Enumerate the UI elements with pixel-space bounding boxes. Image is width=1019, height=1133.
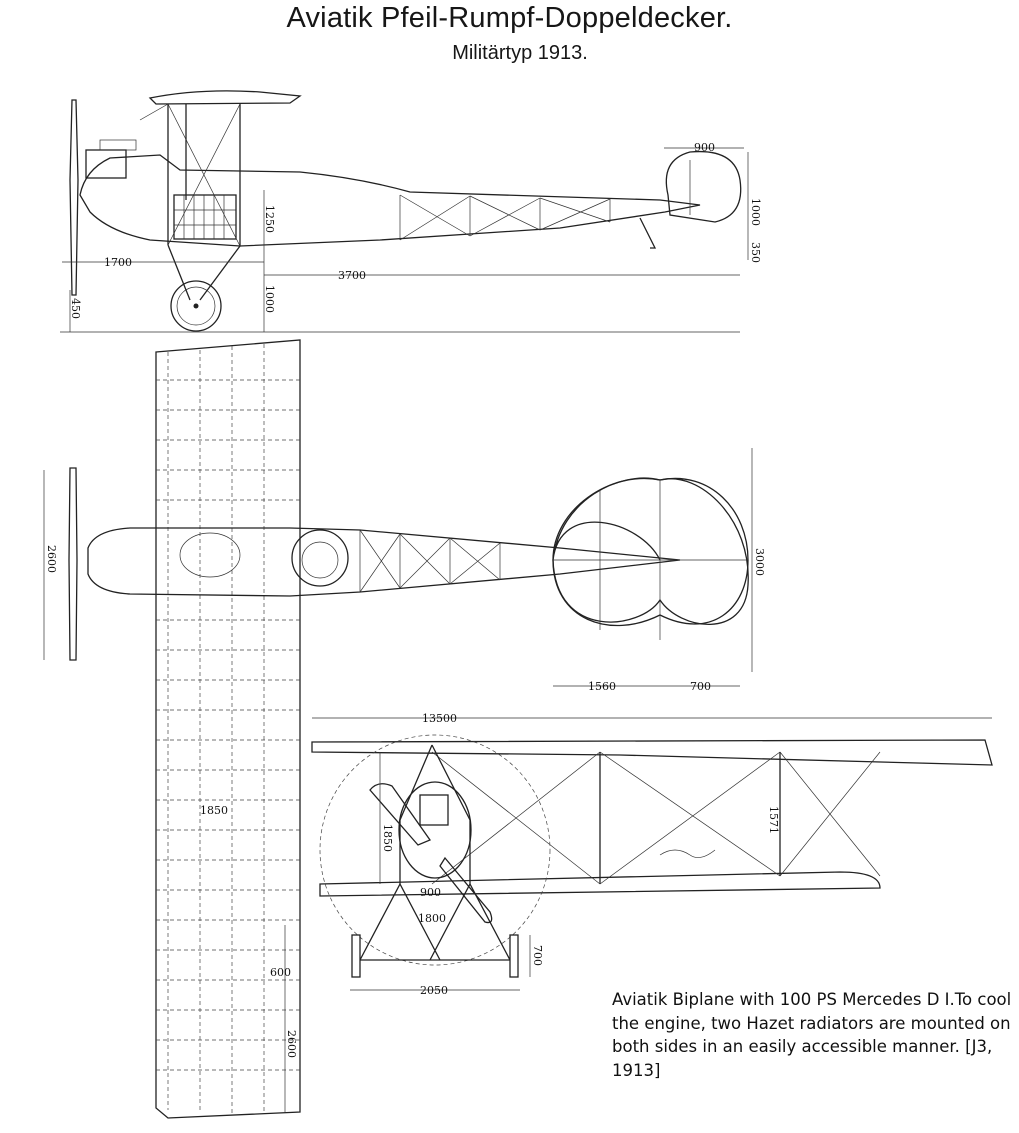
dim-gap: 1571 [767, 806, 780, 834]
top-view: 2600 3000 1560 700 1850 600 2600 [43, 339, 766, 1119]
side-fuselage [79, 154, 701, 247]
dim-nose-to-wing: 1700 [104, 256, 132, 269]
diagram-subtitle: Militärtyp 1913. [452, 42, 588, 64]
dim-gear-height: 1000 [263, 285, 276, 313]
side-propeller [69, 99, 79, 296]
front-view: 13500 1571 1850 900 1800 2050 700 [311, 712, 993, 997]
dim-cockpit-height: 1250 [263, 205, 276, 233]
top-fuselage-truss [359, 529, 501, 593]
dim-track: 2050 [420, 984, 448, 997]
front-propeller-disc [319, 734, 551, 966]
front-wheel-right [509, 934, 519, 978]
top-cockpit [291, 529, 349, 587]
dim-strut-height: 1850 [381, 824, 394, 852]
side-radiator [173, 194, 237, 240]
dim-tail-chord-left: 1560 [588, 680, 616, 693]
front-engine [419, 794, 449, 826]
front-cabane [399, 744, 471, 884]
dim-skid-height: 350 [749, 242, 762, 263]
side-engine [85, 149, 127, 179]
side-view: 1700 3700 900 1000 350 1250 1000 450 [60, 90, 762, 333]
dim-aileron-span: 2600 [285, 1030, 298, 1058]
dim-tail-height: 1000 [749, 198, 762, 226]
dim-wingspan: 13500 [422, 712, 457, 725]
dim-cabane-width: 900 [420, 886, 441, 899]
front-propeller-blade [369, 783, 431, 846]
dim-tail-chord: 900 [694, 141, 715, 154]
dim-wing-to-tail: 3700 [338, 269, 366, 282]
top-fuselage [87, 527, 681, 597]
front-fuselage-section [398, 781, 472, 879]
side-fuselage-truss [399, 194, 611, 241]
front-wheel-left [351, 934, 361, 978]
top-wing [155, 339, 301, 1119]
side-upper-wing [148, 90, 302, 105]
side-tail-skid [639, 217, 657, 249]
dim-wheel-height: 700 [531, 945, 544, 966]
diagram-title: Aviatik Pfeil-Rumpf-Doppeldecker. [286, 2, 733, 34]
side-rudder [665, 150, 742, 223]
dim-prop-span: 2600 [45, 545, 58, 573]
side-wheel [170, 280, 222, 332]
front-logo-flourish [659, 849, 716, 858]
top-wing-ribs [156, 344, 300, 1114]
front-lower-wing [319, 871, 881, 897]
top-propeller [68, 467, 78, 661]
dim-elevator-span: 3000 [753, 548, 766, 576]
dim-wing-chord: 1850 [200, 804, 228, 817]
front-upper-wing [311, 739, 993, 766]
figure-caption: Aviatik Biplane with 100 PS Mercedes D I… [612, 990, 1012, 1080]
dim-aileron-chord: 600 [270, 966, 291, 979]
top-elevator [552, 477, 749, 625]
front-landing-gear [359, 883, 511, 961]
dim-axle-width: 1800 [418, 912, 446, 925]
dim-ground-clearance: 450 [69, 298, 82, 319]
dim-tail-chord-right: 700 [690, 680, 711, 693]
